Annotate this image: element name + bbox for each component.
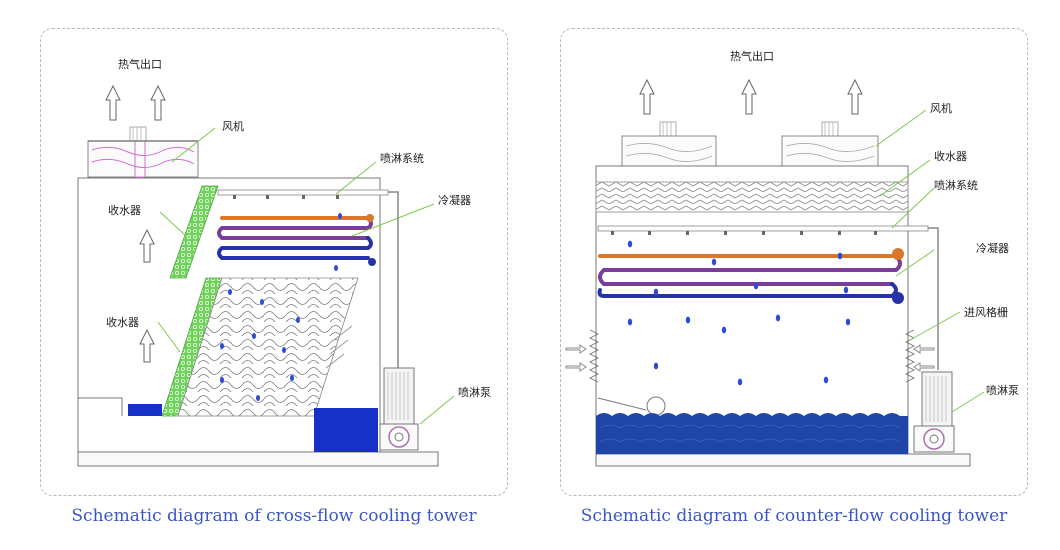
up-arrow-icon [639, 78, 655, 115]
drop-icon [845, 318, 851, 326]
up-arrow-icon [847, 78, 863, 115]
cf-spray-system [217, 189, 389, 199]
cf-label-condenser: 冷凝器 [438, 193, 471, 207]
counter-flow-diagram: 热气出口 风机 收水器 [565, 49, 1019, 467]
ctf-label-water-collector: 收水器 [934, 149, 967, 163]
drop-icon [290, 375, 294, 381]
drop-icon [653, 362, 659, 370]
drop-icon [338, 213, 342, 219]
cf-water-basin-left [128, 404, 162, 416]
ctf-water-drops [627, 240, 851, 386]
cross-flow-diagram: 热气出口 风机 收水器 收水器 [77, 57, 491, 467]
ctf-condenser [597, 248, 904, 304]
leader-line [157, 321, 181, 353]
drop-icon [711, 258, 717, 266]
up-arrow-icon [139, 228, 155, 263]
leader-line [171, 127, 216, 163]
leader-line [895, 249, 935, 277]
ctf-label-spray-pump: 喷淋泵 [986, 384, 1019, 397]
drop-icon [823, 376, 829, 384]
ctf-water-basin [596, 413, 908, 454]
drop-icon [220, 377, 224, 383]
ctf-basin-ripples [599, 424, 901, 443]
up-arrow-icon [150, 84, 166, 121]
drop-icon [843, 286, 849, 294]
hot-air-arrows [639, 78, 863, 115]
drop-icon [653, 288, 659, 296]
drop-icon [775, 314, 781, 322]
drop-icon [627, 240, 633, 248]
up-arrow-icon [741, 78, 757, 115]
drop-icon [837, 252, 843, 260]
arrow-left-icon [913, 362, 935, 372]
up-arrow-icon [139, 328, 155, 363]
leader-line [951, 391, 985, 413]
cf-fan [87, 126, 199, 178]
cf-condenser [217, 214, 376, 266]
leader-line [891, 187, 935, 229]
cf-label-spray-pump: 喷淋泵 [458, 386, 491, 399]
drop-icon [334, 265, 338, 271]
cf-label-water-collector-lower: 收水器 [106, 315, 139, 329]
ctf-label-air-inlet-louver: 进风格栅 [964, 305, 1008, 319]
cross-flow-panel [40, 28, 508, 496]
cf-label-hot-air-outlet: 热气出口 [118, 57, 162, 71]
cf-label-fan: 风机 [222, 119, 244, 133]
drop-icon [737, 378, 743, 386]
cf-label-spray-system: 喷淋系统 [380, 152, 424, 165]
arrow-right-icon [565, 362, 587, 372]
ctf-label-fan: 风机 [930, 101, 952, 115]
ctf-label-condenser: 冷凝器 [976, 241, 1009, 255]
arrow-left-icon [913, 344, 935, 354]
cf-spray-pump [379, 367, 419, 451]
cf-water-drops [220, 213, 342, 401]
leader-line [335, 161, 377, 195]
drop-icon [721, 326, 727, 334]
cross-flow-caption: Schematic diagram of cross-flow cooling … [71, 506, 477, 526]
cf-label-water-collector-upper: 收水器 [108, 203, 141, 217]
ctf-float-valve [597, 396, 666, 416]
leader-line [875, 109, 927, 147]
ctf-label-hot-air-outlet: 热气出口 [730, 49, 774, 63]
ctf-spray-pump [913, 371, 955, 453]
leader-line [909, 311, 961, 341]
cf-water-collector-upper [169, 185, 219, 279]
drop-icon [260, 299, 264, 305]
arrow-right-icon [565, 344, 587, 354]
cf-riser-pipe [388, 191, 399, 368]
leader-line [879, 159, 931, 197]
ctf-air-inlet-louver-right [904, 329, 916, 383]
ctf-label-spray-system: 喷淋系统 [934, 179, 978, 192]
ctf-water-collector [595, 181, 909, 213]
drop-icon [282, 347, 286, 353]
cf-tower-casing [77, 177, 439, 467]
drop-icon [627, 318, 633, 326]
drop-icon [296, 317, 300, 323]
cf-louver [325, 325, 353, 369]
drop-icon [252, 333, 256, 339]
ctf-air-inlet-louver-left [588, 329, 600, 383]
up-arrow-icon [105, 84, 121, 121]
ctf-air-inlet-arrows [565, 344, 935, 372]
drop-icon [228, 289, 232, 295]
drop-icon [685, 316, 691, 324]
leader-line [419, 395, 455, 425]
counter-flow-caption: Schematic diagram of counter-flow coolin… [580, 506, 1008, 526]
ctf-fan-left [621, 121, 717, 167]
cf-water-basin-right [314, 408, 378, 452]
counter-flow-panel [560, 28, 1028, 496]
ctf-spray-system [597, 225, 939, 370]
ctf-fan-right [781, 121, 879, 167]
hot-air-arrows [105, 84, 166, 121]
drop-icon [256, 395, 260, 401]
drop-icon [220, 343, 224, 349]
leader-line [159, 211, 187, 237]
leader-line [351, 203, 435, 237]
drop-icon [753, 282, 759, 290]
